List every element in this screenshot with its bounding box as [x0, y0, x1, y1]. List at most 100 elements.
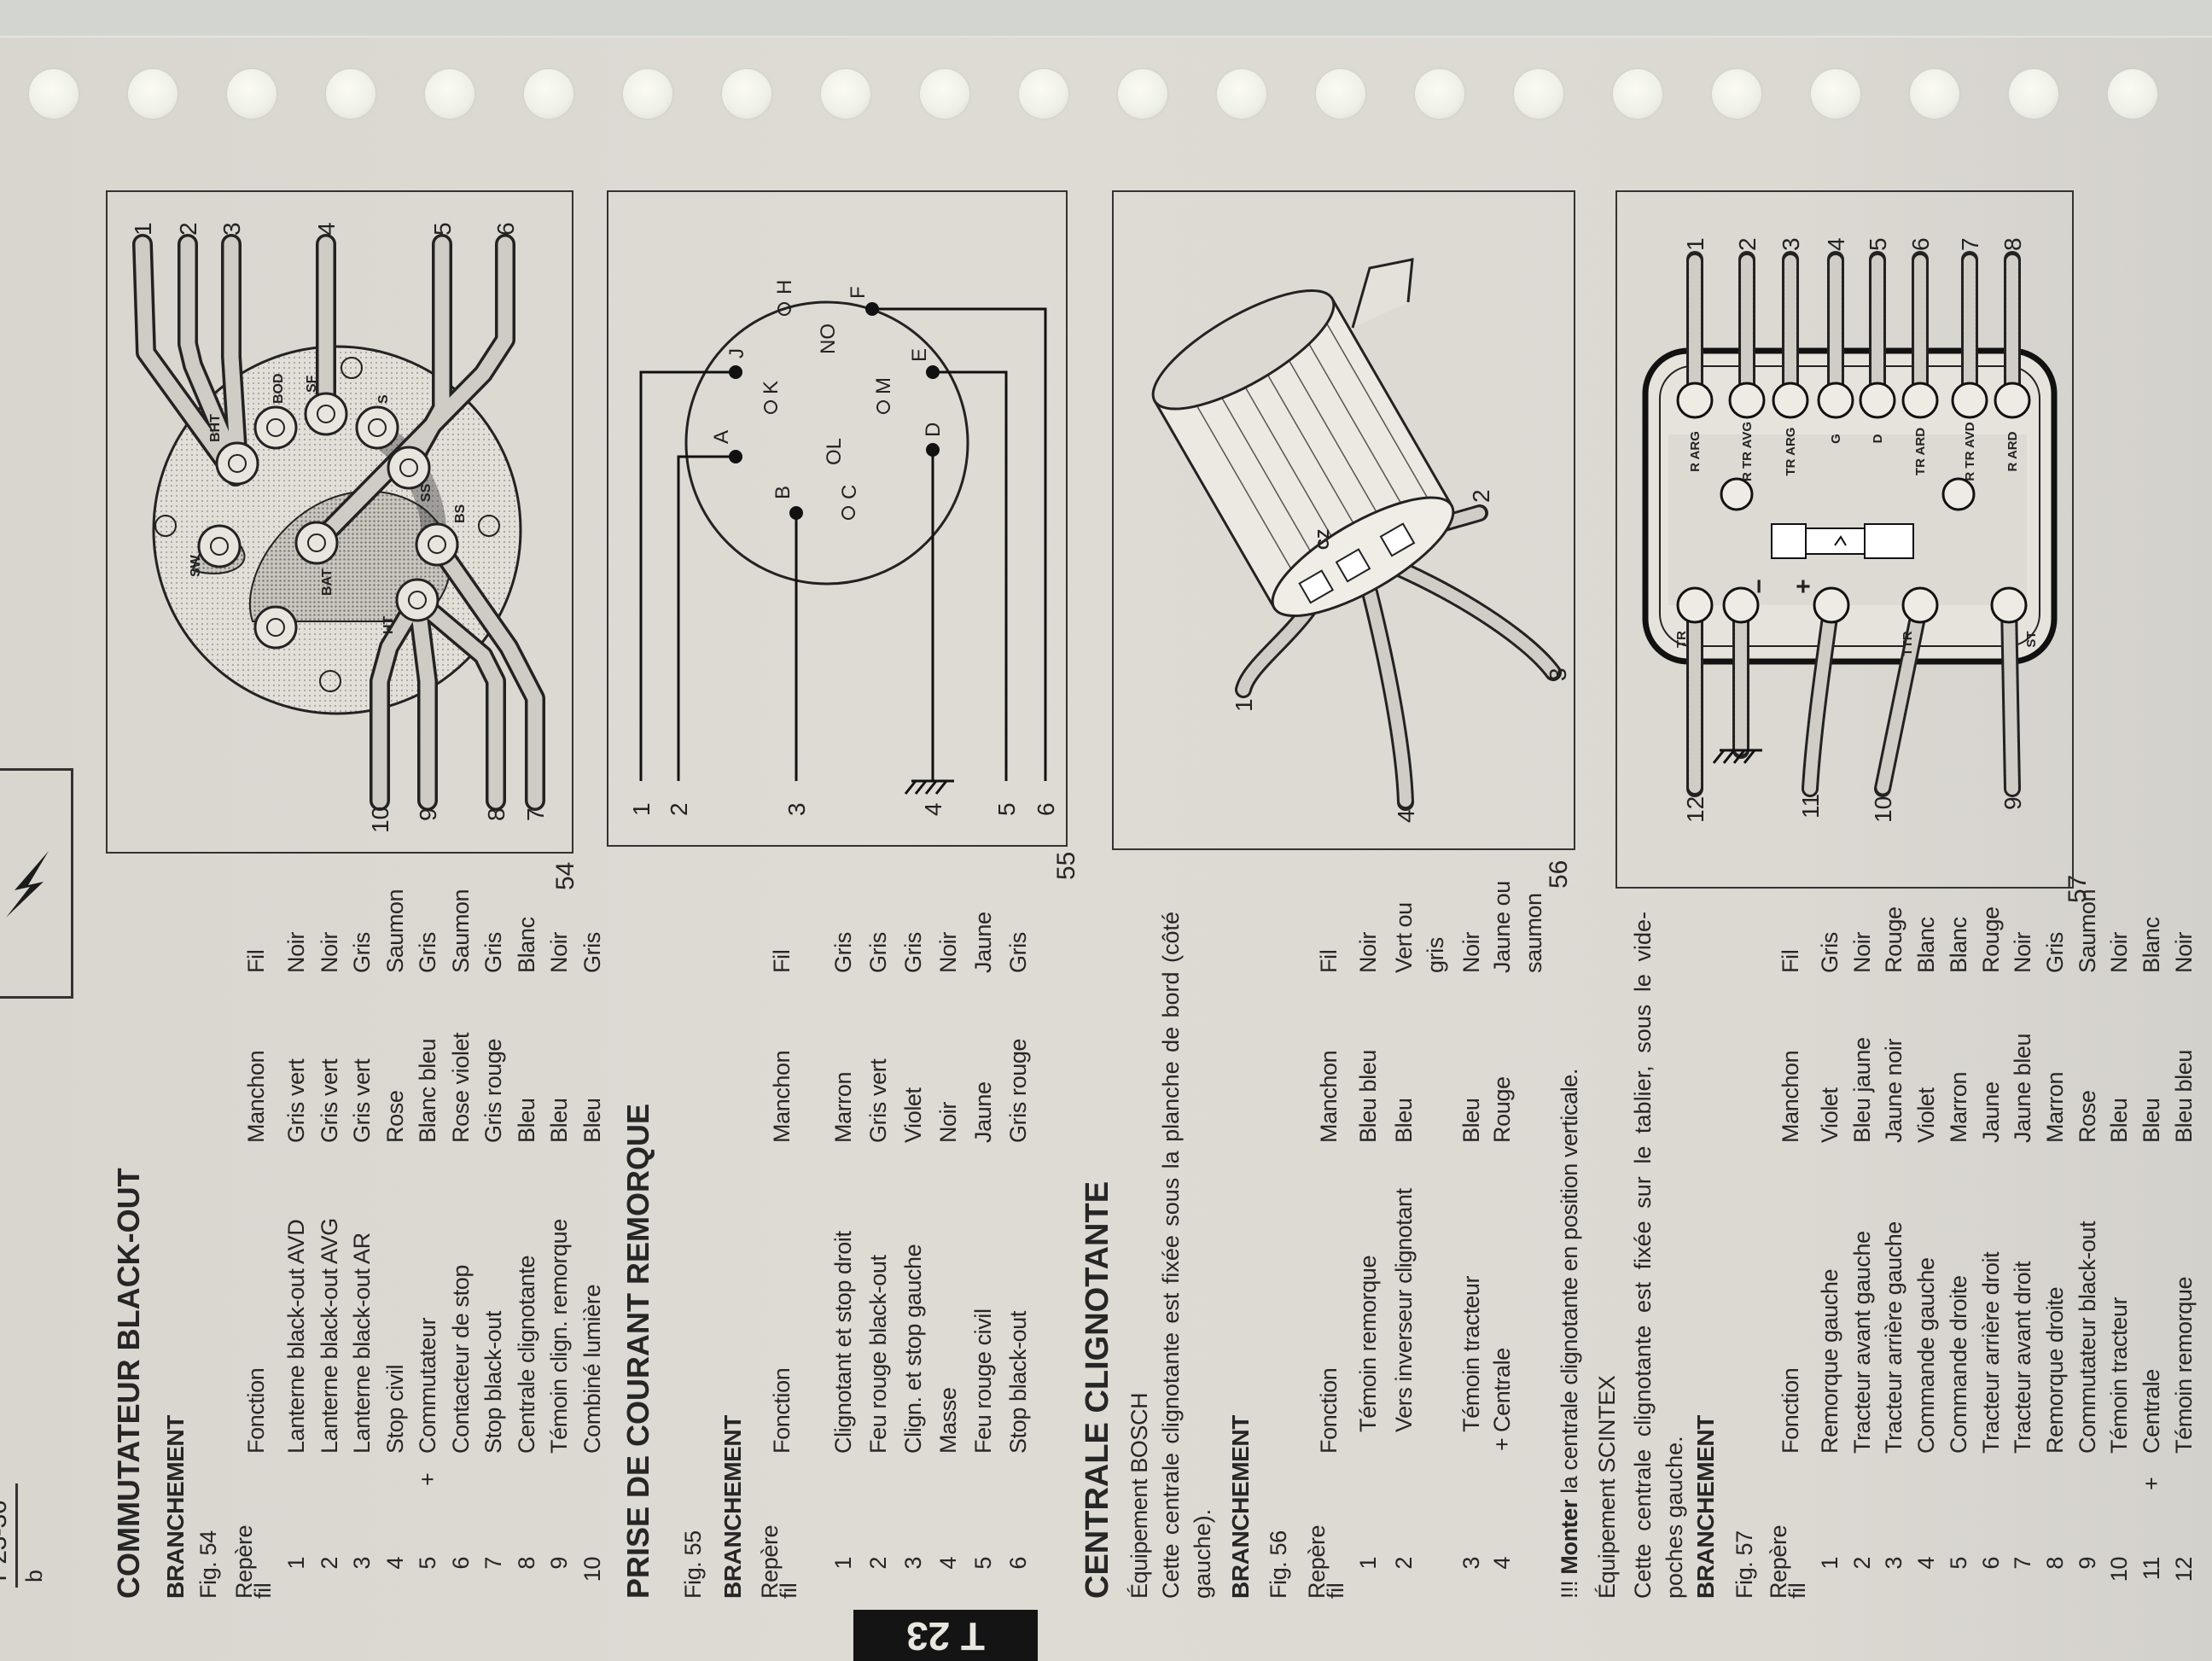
row-fil: Noir: [1458, 932, 1484, 973]
row-fonction: Tracteur avant droit: [2010, 1261, 2036, 1454]
terminal-label: SW: [189, 554, 203, 577]
pin-label: F: [847, 286, 870, 299]
row-fonction: Clignotant et stop droit: [830, 1231, 856, 1454]
section-title-commutateur: COMMUTATEUR BLACK-OUT: [111, 1168, 146, 1599]
row-fil: Jaune: [970, 912, 996, 973]
figure-57-centrale-scintex: R ARG R TR AVG TR ARG G D TR ARD R TR AV…: [1615, 190, 2074, 889]
row-fil: Gris: [480, 932, 506, 973]
row-fonction: Lanterne black-out AVD: [283, 1219, 309, 1454]
row-fil: Noir: [2106, 932, 2133, 973]
punch-hole: [2108, 69, 2157, 119]
row-fil: Gris: [1005, 932, 1031, 973]
wire-number: 6: [1033, 802, 1059, 816]
column-header-fil-sub: fil: [250, 1582, 276, 1599]
header-rule: [15, 1483, 18, 1588]
figure-number: 54: [551, 861, 579, 890]
row-fonction: Vers inverseur clignotant: [1391, 1188, 1417, 1432]
row-manchon: Jaune: [1977, 1081, 2004, 1143]
row-manchon: Bleu: [1458, 1098, 1484, 1143]
row-repere: 1: [1355, 1557, 1381, 1570]
row-fil: Saumon: [447, 889, 474, 973]
pin-label: K: [760, 381, 783, 394]
punch-hole: [722, 69, 771, 119]
row-fil: Noir: [1355, 932, 1381, 973]
wire-number: 2: [1734, 237, 1761, 251]
wire-number: 1: [1682, 237, 1708, 251]
row-fonction: Stop civil: [381, 1364, 408, 1454]
row-manchon: Bleu: [2139, 1098, 2164, 1143]
row-manchon: Bleu: [1391, 1098, 1417, 1143]
figure-number: 55: [1052, 851, 1080, 880]
wire-number: 11: [1797, 794, 1824, 819]
terminal-label: BOD: [271, 373, 286, 404]
scintex-description: Cette centrale clignotante est fixée sur…: [1630, 912, 1687, 1599]
wire-number: 1: [130, 222, 156, 236]
row-repere: 6: [447, 1557, 474, 1570]
terminal-label: TR: [1674, 631, 1689, 648]
row-prefix: +: [1489, 1437, 1515, 1451]
row-repere: 3: [1458, 1557, 1484, 1570]
wire-number: 1: [1231, 698, 1257, 712]
wire-number: 3: [1778, 237, 1804, 251]
section-title-prise: PRISE DE COURANT REMORQUE: [620, 1103, 655, 1599]
pin-label: B: [771, 486, 795, 499]
punch-hole: [1514, 69, 1563, 119]
row-fonction: Masse: [935, 1387, 961, 1454]
row-fonction: Lanterne black-out AVG: [316, 1218, 342, 1454]
column-header-fonction: Fonction: [1316, 1367, 1342, 1454]
row-fonction: Témoin remorque: [1355, 1255, 1381, 1432]
note-prefix: !!!: [1557, 1574, 1582, 1599]
row-repere: 4: [381, 1557, 408, 1570]
row-fil: Blanc: [513, 917, 539, 973]
row-fil: Gris: [2041, 932, 2068, 973]
row-fil: Gris: [865, 932, 891, 973]
prise-diagram: J A B C D E F H K M NO OL 1 2 3 4 5 6: [628, 280, 1059, 816]
row-fonction: Feu rouge black-out: [865, 1255, 891, 1454]
row-manchon: Bleu: [513, 1098, 539, 1143]
fig-reference: Fig. 57: [1732, 1530, 1757, 1599]
punch-hole: [1613, 69, 1662, 119]
wire-number: 1: [628, 802, 655, 816]
figure-number: 56: [1545, 860, 1573, 889]
row-repere: 9: [2074, 1557, 2100, 1570]
reference-sub: b: [21, 1570, 47, 1582]
row-repere: 2: [865, 1557, 891, 1570]
punch-hole: [1019, 69, 1068, 119]
row-manchon: Jaune: [970, 1081, 996, 1143]
branchement-heading: BRANCHEMENT: [1227, 1415, 1254, 1599]
bosch-description: Cette centrale clignotante est fixée sou…: [1158, 912, 1215, 1599]
terminal-label: TR ARD: [1913, 428, 1928, 475]
row-repere: 2: [316, 1557, 342, 1570]
row-fonction: Combiné lumière: [579, 1284, 605, 1454]
section-title-centrale: CENTRALE CLIGNOTANTE: [1080, 1180, 1115, 1599]
row-repere: 12: [2170, 1557, 2197, 1582]
row-repere: 4: [1913, 1557, 1940, 1570]
row-fil: Noir: [935, 932, 961, 973]
wire-number: 5: [1865, 237, 1891, 251]
column-header-fil: Fil: [1778, 949, 1803, 973]
terminal-label: R ARD: [2005, 431, 2020, 471]
row-fonction: Centrale: [2139, 1369, 2164, 1454]
wire-number: 3: [783, 802, 810, 816]
terminal-label: R ARG: [1688, 431, 1703, 472]
column-header-fil-sub: fil: [1784, 1582, 1810, 1599]
row-fonction: Témoin clign. remorque: [546, 1219, 572, 1454]
row-repere: 5: [970, 1557, 996, 1570]
terminal-label: R TR AVG: [1740, 422, 1755, 481]
row-fonction: Témoin tracteur: [2106, 1297, 2133, 1454]
row-fil: Noir: [546, 932, 572, 973]
row-manchon: Rose: [2074, 1090, 2100, 1143]
row-fil: Rouge: [1977, 906, 2004, 973]
terminal-label: +: [1790, 579, 1818, 594]
wire-number: 7: [1957, 237, 1983, 251]
punch-hole: [227, 69, 276, 119]
row-repere: 4: [935, 1557, 961, 1570]
row-manchon: Blanc bleu: [415, 1038, 440, 1143]
row-repere: 10: [579, 1557, 605, 1582]
row-manchon: Jaune noir: [1881, 1038, 1907, 1143]
pin-label: J: [725, 348, 748, 358]
terminal-label: −: [1745, 579, 1773, 594]
row-fonction: Stop black-out: [1005, 1311, 1031, 1454]
terminal-label: TTR: [1901, 631, 1915, 656]
